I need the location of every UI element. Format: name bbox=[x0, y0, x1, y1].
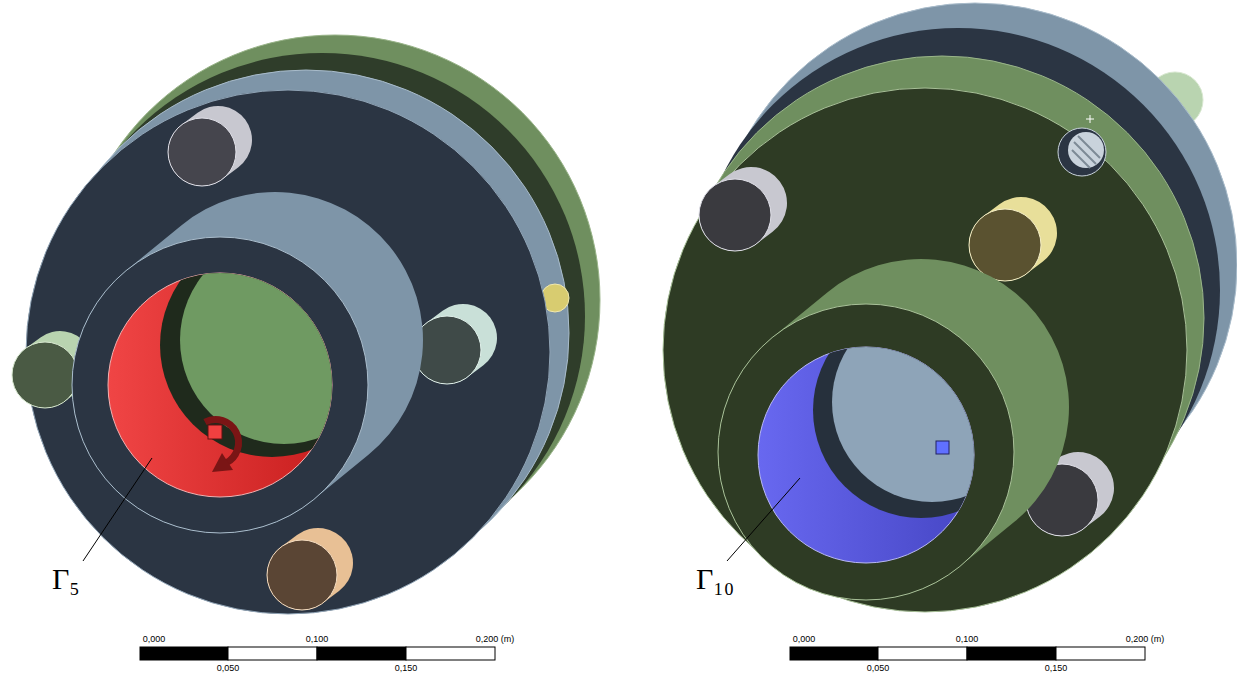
thread-lines bbox=[1072, 136, 1100, 168]
boundary-label: Γ₅ bbox=[52, 562, 80, 596]
mating-bore bbox=[180, 236, 388, 444]
bolt-thread bbox=[1068, 132, 1104, 168]
mating-bore bbox=[832, 302, 1032, 502]
scale-value: 0,050 bbox=[217, 663, 240, 674]
hub bbox=[72, 233, 388, 533]
hub bbox=[718, 302, 1032, 600]
scale-value: 0,050 bbox=[867, 663, 890, 674]
scale-segment bbox=[790, 647, 878, 660]
bore-interior bbox=[160, 233, 388, 457]
rotation-symbol bbox=[205, 419, 239, 472]
scale-value: 0,100 bbox=[956, 634, 979, 645]
bolt bbox=[12, 342, 78, 408]
bolt bbox=[168, 118, 236, 186]
rotation-arrowhead bbox=[212, 453, 233, 472]
scale-segment bbox=[140, 647, 228, 660]
scale-segment bbox=[967, 647, 1056, 660]
scale-value: 0,200 (m) bbox=[1126, 634, 1165, 645]
scale-segment bbox=[1056, 647, 1145, 660]
point-marker bbox=[1086, 115, 1094, 123]
scale-value: 0,150 bbox=[1045, 663, 1068, 674]
boundary-marker bbox=[936, 441, 949, 454]
bore-interior bbox=[813, 302, 1032, 518]
bolt bbox=[969, 209, 1041, 281]
scale-value: 0,000 bbox=[793, 634, 816, 645]
bolt-face bbox=[267, 540, 337, 610]
bolt bbox=[413, 316, 481, 384]
bolt-through-hole bbox=[1058, 115, 1106, 176]
boundary-marker bbox=[208, 425, 222, 439]
bolt bbox=[699, 179, 771, 251]
coupling-left bbox=[12, 35, 600, 660]
scale-value: 0,150 bbox=[395, 663, 418, 674]
coupling-right bbox=[663, 3, 1237, 660]
bolt-face bbox=[969, 209, 1041, 281]
boundary-label: Γ₁₀ bbox=[696, 562, 734, 596]
bolt-face bbox=[168, 118, 236, 186]
scale-value: 0,000 bbox=[143, 634, 166, 645]
bolt-face bbox=[413, 316, 481, 384]
scale-value: 0,200 (m) bbox=[476, 634, 515, 645]
scale-bar bbox=[140, 647, 495, 660]
scale-segment bbox=[228, 647, 317, 660]
scale-segment bbox=[878, 647, 967, 660]
front-flange-face bbox=[26, 90, 550, 614]
bolt-hole bbox=[1058, 128, 1106, 176]
front-flange-face bbox=[663, 88, 1187, 612]
bolt-face bbox=[12, 342, 78, 408]
bolt bbox=[267, 540, 337, 610]
scale-value: 0,100 bbox=[306, 634, 329, 645]
bolt-face bbox=[699, 179, 771, 251]
leader-line bbox=[727, 478, 800, 561]
leader-line bbox=[83, 458, 152, 561]
scale-segment bbox=[406, 647, 495, 660]
scale-segment bbox=[317, 647, 406, 660]
scale-bar bbox=[790, 647, 1145, 660]
